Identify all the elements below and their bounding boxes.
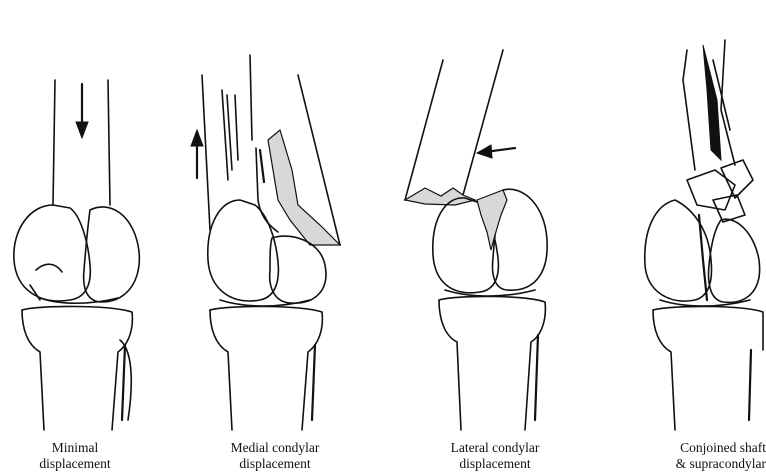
caption-conjoined: Conjoined shaft & supracondylar <box>625 440 766 472</box>
lateral-condyle <box>84 207 140 302</box>
caption-medial: Medial condylar displacement <box>180 440 370 472</box>
up-arrow-icon <box>191 130 203 146</box>
panel-conjoined: Conjoined shaft & supracondylar <box>625 0 766 475</box>
bone-fragment <box>687 170 735 210</box>
caption-lateral: Lateral condylar displacement <box>395 440 595 472</box>
caption-minimal: Minimal displacement <box>0 440 150 472</box>
caption-line-1: Minimal <box>0 440 150 456</box>
down-arrow-icon <box>76 122 88 138</box>
caption-line-2: displacement <box>0 456 150 472</box>
panel-medial-condylar: Medial condylar displacement <box>180 0 370 475</box>
caption-line-1: Medial condylar <box>180 440 370 456</box>
caption-line-2: & supracondylar <box>625 456 766 472</box>
medial-condyle <box>14 205 90 301</box>
caption-line-1: Conjoined shaft <box>625 440 766 456</box>
caption-line-1: Lateral condylar <box>395 440 595 456</box>
displaced-fragment <box>268 130 340 245</box>
knee-illustration-minimal <box>0 0 190 475</box>
panel-lateral-condylar: Lateral condylar displacement <box>395 0 585 475</box>
left-arrow-icon <box>477 145 492 158</box>
caption-line-2: displacement <box>395 456 595 472</box>
knee-illustration-lateral <box>395 0 585 475</box>
knee-illustration-medial <box>180 0 370 475</box>
panel-minimal-displacement: Minimal displacement <box>0 0 190 475</box>
knee-illustration-conjoined <box>625 0 766 475</box>
caption-line-2: displacement <box>180 456 370 472</box>
fracture-gap <box>477 190 507 250</box>
